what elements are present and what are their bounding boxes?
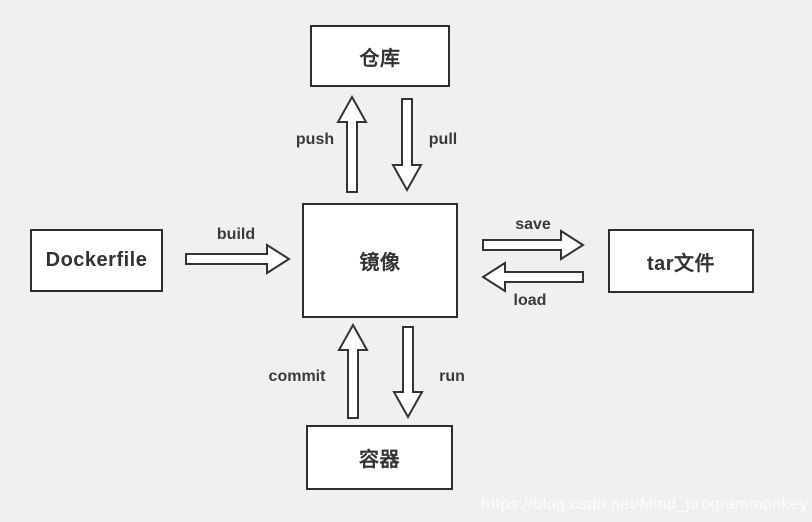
edge-label-commit: commit [268, 368, 326, 385]
run-arrow-down-icon [392, 326, 424, 420]
watermark-url: https://blog.csdn.net/Mind_programmonkey [481, 496, 808, 513]
node-image: 镜像 [302, 203, 458, 318]
node-repository-label: 仓库 [359, 47, 401, 70]
build-arrow-right-icon [185, 243, 291, 275]
edge-label-pull: pull [428, 131, 458, 148]
edge-label-save: save [515, 216, 551, 233]
node-tarfile-label: tar文件 [646, 252, 716, 275]
commit-arrow-up-icon [337, 322, 369, 419]
save-arrow-right-icon [482, 229, 585, 261]
node-tarfile: tar文件 [608, 229, 754, 293]
edge-label-run: run [439, 368, 465, 385]
edge-label-push: push [295, 131, 335, 148]
node-container: 容器 [306, 425, 453, 490]
node-container-label: 容器 [359, 449, 400, 471]
node-dockerfile: Dockerfile [30, 229, 163, 292]
edge-label-load: load [513, 292, 547, 309]
node-dockerfile-label: Dockerfile [45, 249, 148, 271]
push-arrow-up-icon [336, 94, 368, 193]
node-repository: 仓库 [310, 25, 450, 87]
edge-label-build: build [216, 226, 256, 243]
pull-arrow-down-icon [391, 98, 423, 193]
node-image-label: 镜像 [359, 252, 401, 274]
load-arrow-left-icon [481, 261, 584, 293]
